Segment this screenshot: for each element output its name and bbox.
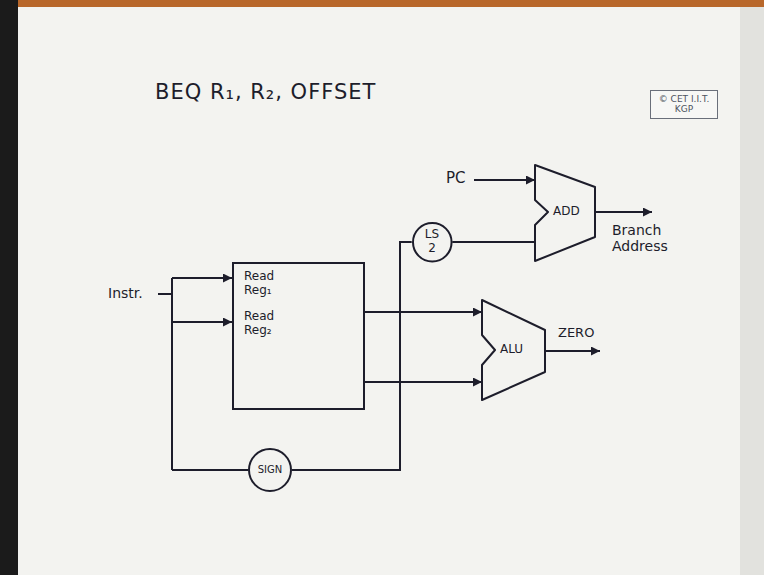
paper-shade xyxy=(740,7,764,575)
circle-outline xyxy=(413,223,452,262)
output-label: Branch Address xyxy=(612,222,688,254)
signal-name: Instr. xyxy=(108,285,143,301)
instr-wire xyxy=(158,293,172,295)
instr-wire xyxy=(171,278,173,470)
node-text: ADD xyxy=(553,205,580,219)
register-file: Read Reg₁ Read Reg₂ xyxy=(232,262,365,410)
signal-name: ZERO xyxy=(558,326,594,341)
branch-wire xyxy=(595,211,652,213)
signal-name: PC xyxy=(446,170,466,187)
alu-shape: ALU xyxy=(482,300,545,400)
connector xyxy=(292,242,412,470)
instr-wire xyxy=(172,321,232,323)
adder-shape: ADD xyxy=(535,165,595,261)
node-text: ALU xyxy=(500,343,523,357)
sign-extend-circle: SIGN xyxy=(248,448,292,492)
node-text: Read Reg₁ xyxy=(244,270,284,298)
node-text: © CET I.I.T. KGP xyxy=(655,94,713,115)
node-text: Read Reg₂ xyxy=(244,310,284,338)
pc-wire xyxy=(474,179,535,181)
connector xyxy=(365,311,482,313)
zero-wire xyxy=(545,350,600,352)
watermark-box: © CET I.I.T. KGP xyxy=(650,90,718,119)
shift-circle: LS 2 xyxy=(412,222,453,263)
shape-outline xyxy=(535,165,595,261)
node-text: SIGN xyxy=(258,464,283,476)
connector xyxy=(365,381,482,383)
shape-outline xyxy=(482,300,545,400)
circle-outline xyxy=(249,449,291,491)
instr-wire xyxy=(172,469,248,471)
node-text: LS 2 xyxy=(420,228,444,256)
connector xyxy=(452,241,535,243)
top-strip xyxy=(0,0,764,7)
title: BEQ R₁, R₂, OFFSET xyxy=(155,80,376,104)
instr-wire xyxy=(172,277,232,279)
left-strip xyxy=(0,0,18,575)
